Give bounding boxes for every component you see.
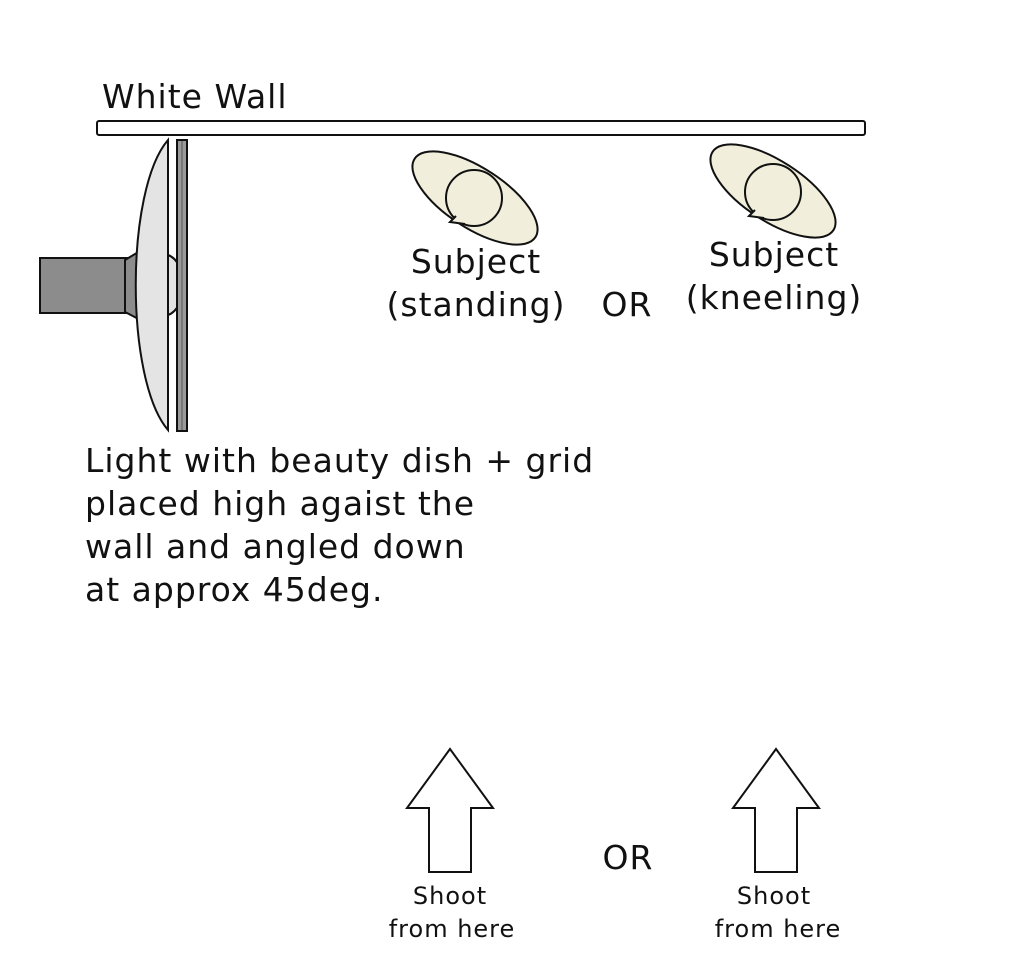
subject-kneeling-figure bbox=[709, 143, 837, 239]
light-caption-line-2: placed high agaist the bbox=[85, 484, 475, 523]
subject-standing-figure bbox=[411, 150, 539, 246]
shoot-position-1-label-2: from here bbox=[389, 915, 516, 943]
subject-standing-nose bbox=[447, 215, 466, 225]
shoot-or-label: OR bbox=[603, 838, 654, 877]
subject-kneeling-label-1: Subject bbox=[709, 235, 839, 274]
light-caption-line-4: at approx 45deg. bbox=[85, 570, 383, 609]
white-wall bbox=[96, 120, 866, 136]
subject-or-label: OR bbox=[602, 285, 653, 324]
shoot-position-2-label-2: from here bbox=[715, 915, 842, 943]
subject-standing-label-2: (standing) bbox=[387, 285, 566, 324]
subject-kneeling-label-2: (kneeling) bbox=[686, 278, 863, 317]
shoot-arrow-up-icon bbox=[405, 747, 495, 873]
light-caption-line-3: wall and angled down bbox=[85, 527, 466, 566]
subject-kneeling-nose bbox=[746, 209, 765, 219]
subject-kneeling-head bbox=[744, 163, 802, 221]
light-caption-line-1: Light with beauty dish + grid bbox=[85, 441, 594, 480]
wall-label: White Wall bbox=[102, 77, 288, 116]
subject-standing-head bbox=[445, 169, 503, 227]
subject-standing-label-1: Subject bbox=[411, 242, 541, 281]
shoot-position-1-label-1: Shoot bbox=[413, 882, 487, 910]
shoot-position-2-label-1: Shoot bbox=[737, 882, 811, 910]
light-beauty-dish bbox=[39, 137, 188, 433]
shoot-arrow-up-icon bbox=[731, 747, 821, 873]
beauty-dish bbox=[134, 137, 169, 433]
light-body bbox=[39, 257, 141, 314]
